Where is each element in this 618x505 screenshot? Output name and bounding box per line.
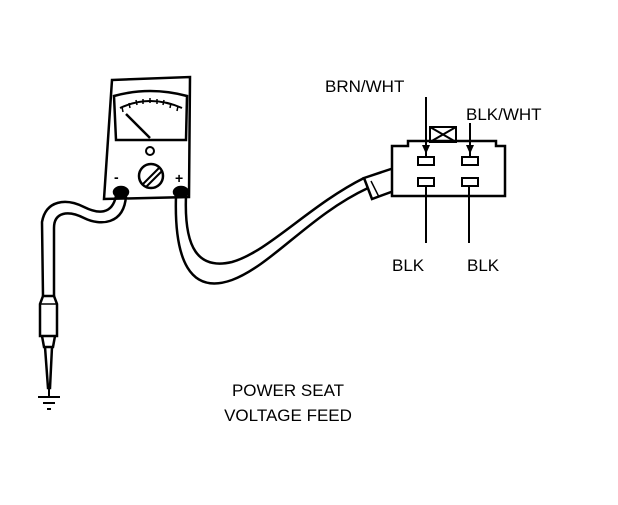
meter-positive-label: + xyxy=(175,170,183,186)
meter-needle xyxy=(125,113,151,139)
meter-indicator xyxy=(145,146,155,156)
negative-jack xyxy=(112,185,130,199)
caption-line-1: POWER SEAT xyxy=(232,381,344,400)
ground-probe xyxy=(38,294,59,390)
connector-latch-icon xyxy=(429,126,457,143)
leader-arrows xyxy=(422,145,474,154)
ground-lead xyxy=(40,195,128,297)
label-blk-left: BLK xyxy=(392,256,425,275)
positive-jack xyxy=(172,185,190,199)
label-blk-right: BLK xyxy=(467,256,500,275)
caption-line-2: VOLTAGE FEED xyxy=(224,406,352,425)
label-brn-wht: BRN/WHT xyxy=(325,77,404,96)
seat-connector xyxy=(390,126,507,198)
meter-negative-label: - xyxy=(114,169,119,185)
ground-symbol-icon xyxy=(38,388,60,410)
multimeter xyxy=(102,75,192,201)
label-blk-wht: BLK/WHT xyxy=(466,105,542,124)
positive-lead xyxy=(174,176,369,285)
selector-knob xyxy=(137,162,165,190)
